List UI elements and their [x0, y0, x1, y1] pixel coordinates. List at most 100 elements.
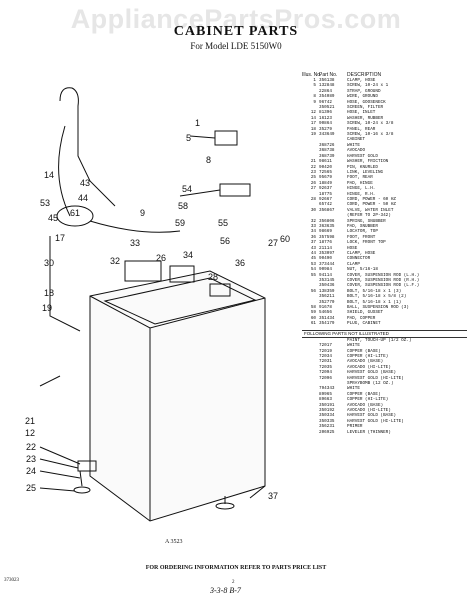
table-row: (REFER TO 2P-342): [302, 213, 467, 218]
illus-number: 55: [310, 272, 316, 278]
illus-number: 26: [310, 180, 316, 186]
callout-28: 28: [208, 272, 218, 282]
part-description: COVER, SUSPENSION ROD (L.H.): [347, 272, 420, 278]
part-description: BOLT, 5/16-18 x 1 (1): [347, 299, 402, 305]
part-number: 65742: [319, 202, 332, 208]
part-number: 21114: [319, 245, 332, 251]
illus-number: 14: [310, 115, 316, 121]
part-number: 94114: [319, 272, 332, 278]
part-description: AVOCADO (HI-LITE): [347, 407, 391, 413]
part-number: 363635: [319, 223, 335, 229]
part-number: 81396: [319, 110, 332, 116]
part-number: 90490: [319, 256, 332, 262]
part-number: 72035: [319, 364, 332, 370]
illus-number: 45: [310, 256, 316, 262]
part-number: 356806: [319, 218, 335, 224]
part-description: WASHER, FRICTION: [347, 159, 389, 165]
part-description: PAINT, TOUCH-UP (1/2 OZ.): [347, 337, 412, 343]
part-number: 98611: [319, 159, 332, 165]
callout-12: 12: [25, 428, 35, 438]
part-number: 356138: [319, 78, 335, 83]
illus-number: 54: [310, 267, 316, 273]
callout-53: 53: [40, 198, 50, 208]
callout-44: 44: [78, 193, 88, 203]
part-description: SHIELD, GUSSET: [347, 310, 384, 316]
callout-1: 1: [195, 118, 200, 128]
part-description: CONNECTOR: [347, 256, 371, 262]
part-description: LINK, LEVELING: [347, 169, 384, 175]
part-description: PAD, SNUBBER: [347, 223, 378, 229]
part-number: 72565: [319, 169, 332, 175]
part-number: 368726: [319, 142, 335, 148]
part-description: HINGE, R.H.: [347, 191, 376, 197]
part-description: CABINET: [347, 137, 366, 143]
illus-number: 33: [310, 223, 316, 229]
illus-number: 19: [310, 132, 316, 138]
part-number: 72017: [319, 343, 332, 349]
part-description: COPPER (HI-LITE): [347, 353, 389, 359]
callout-26: 26: [156, 253, 166, 263]
part-description: NUT, 5/16-18: [347, 267, 378, 273]
part-description: SPRAYBOMB (12 OZ.): [347, 380, 394, 386]
callout-8: 8: [206, 155, 211, 165]
part-description: PANEL, REAR: [347, 126, 376, 132]
part-description: HOSE: [347, 245, 358, 251]
callout-43: 43: [80, 178, 90, 188]
illus-number: 36: [310, 234, 316, 240]
part-description: BOLT, 5/16-18 x 5/8 (2): [347, 294, 407, 300]
part-description: FOOT, REAR: [347, 175, 373, 181]
part-number: 22864: [319, 88, 332, 94]
illus-number: 17: [310, 121, 316, 127]
part-number: 368739: [319, 153, 335, 159]
part-number: 90420: [319, 164, 332, 170]
part-number: 138359: [319, 288, 335, 294]
callout-32: 32: [110, 256, 120, 266]
table-row: CABINET: [302, 137, 467, 142]
illus-number: 58: [310, 305, 316, 311]
part-number: 350335: [319, 418, 335, 424]
part-number: 90864: [319, 121, 332, 127]
part-description: SCREW, 10-24 x 1: [347, 83, 389, 89]
part-number: 90984: [319, 267, 332, 273]
callout-30: 30: [44, 258, 54, 268]
part-number: 350334: [319, 413, 335, 419]
part-number: 354179: [319, 321, 335, 327]
part-description: COVER, SUSPENSION ROD (R.H.): [347, 278, 420, 284]
part-number: 357598: [319, 234, 335, 240]
part-number: 72034: [319, 353, 332, 359]
part-description: STRAP, GROUND: [347, 88, 381, 94]
illus-number: 60: [310, 315, 316, 321]
part-description: VALVE, WATER INLET: [347, 207, 394, 213]
part-description: (REFER TO 2P-342): [347, 213, 391, 219]
exploded-diagram: 1 5 8 9 12 14 17 18 19 21 22 23 24 25 26…: [25, 87, 290, 522]
part-description: CLAMP: [347, 261, 360, 267]
part-number: 98669: [319, 229, 332, 235]
callout-56: 56: [220, 236, 230, 246]
page-subtitle: For Model LDE 5150W0: [190, 41, 282, 51]
illus-number: 28: [310, 196, 316, 202]
watermark: AppliancePartsPros.com: [70, 4, 402, 34]
